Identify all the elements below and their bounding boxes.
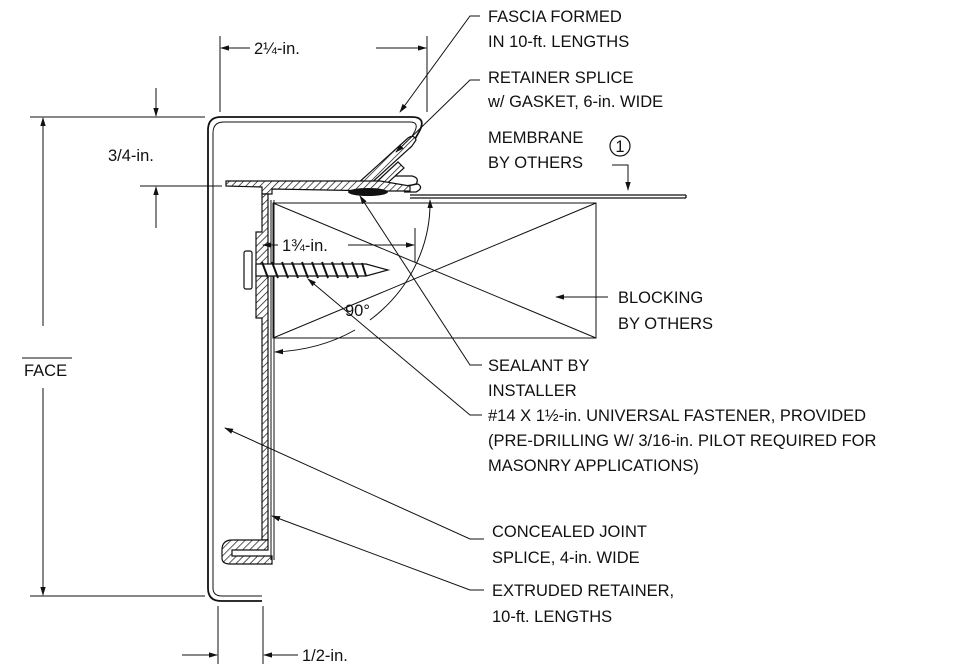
callout-sealant: SEALANT BY INSTALLER [488,357,590,400]
fascia-line-2: IN 10-ft. LENGTHS [488,33,629,51]
sealant-bead [348,188,388,196]
fastener [243,250,391,290]
fastener-line-3: MASONRY APPLICATIONS) [488,457,699,475]
sealant-line-1: SEALANT BY [488,357,590,375]
extruded-retainer-line-1: EXTRUDED RETAINER, [492,582,674,600]
fastener-line-2: (PRE-DRILLING W/ 3/16-in. PILOT REQUIRED… [488,432,877,450]
fascia [207,116,423,602]
retainer-splice-line-2: w/ GASKET, 6-in. WIDE [487,93,663,111]
callout-fastener: #14 X 1½-in. UNIVERSAL FASTENER, PROVIDE… [488,407,877,475]
membrane-line-2: BY OTHERS [488,154,583,172]
dim-face-label: FACE [24,362,67,380]
dim-gap-label: 1/2-in. [302,647,348,665]
dim-face: FACE [22,117,205,597]
sealant-line-2: INSTALLER [488,382,577,400]
blocking-line-1: BLOCKING [618,289,703,307]
blocking-line-2: BY OTHERS [618,315,713,333]
concealed-joint-line-2: SPLICE, 4-in. WIDE [492,549,640,567]
fascia-line-1: FASCIA FORMED [488,8,622,26]
membrane [410,194,687,199]
dim-gap: 1/2-in. [182,606,348,665]
callout-blocking: BLOCKING BY OTHERS [618,289,713,333]
retainer-splice-line-1: RETAINER SPLICE [488,69,633,87]
membrane-note-number: 1 [615,138,624,156]
extruded-retainer [221,180,411,565]
dim-top-width: 2¼-in. [219,36,428,112]
dim-angle-label: 90° [345,302,370,320]
fastener-line-1: #14 X 1½-in. UNIVERSAL FASTENER, PROVIDE… [488,407,866,425]
dim-embed: 1¾-in. [262,228,416,262]
concealed-joint-line-1: CONCEALED JOINT [492,523,647,541]
membrane-line-1: MEMBRANE [488,129,583,147]
callout-membrane: MEMBRANE BY OTHERS 1 [488,129,631,172]
membrane-note-circle [609,135,631,157]
extruded-retainer-line-2: 10-ft. LENGTHS [492,608,612,626]
dim-lip-label: 3/4-in. [108,147,154,165]
callout-retainer-splice: RETAINER SPLICE w/ GASKET, 6-in. WIDE [487,69,663,111]
leader-lines [224,15,631,591]
callout-fascia: FASCIA FORMED IN 10-ft. LENGTHS [488,8,629,51]
dim-top-width-label: 2¼-in. [254,40,300,58]
dim-embed-label: 1¾-in. [282,237,328,255]
callout-concealed-joint: CONCEALED JOINT SPLICE, 4-in. WIDE [492,523,647,567]
dim-lip: 3/4-in. [30,88,222,228]
callout-extruded-retainer: EXTRUDED RETAINER, 10-ft. LENGTHS [492,582,674,626]
